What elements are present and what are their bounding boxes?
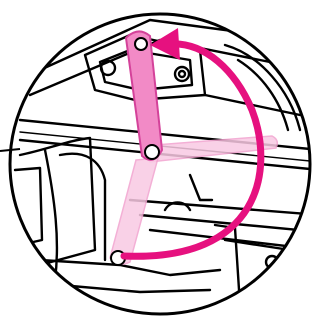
pivot-pin-icon	[135, 38, 147, 50]
bracket-screw-right	[175, 67, 189, 81]
lever-ghost-vertical	[110, 158, 158, 264]
release-lever	[126, 31, 162, 159]
lever-lower-pin	[145, 145, 159, 159]
lower-rail	[130, 200, 320, 215]
